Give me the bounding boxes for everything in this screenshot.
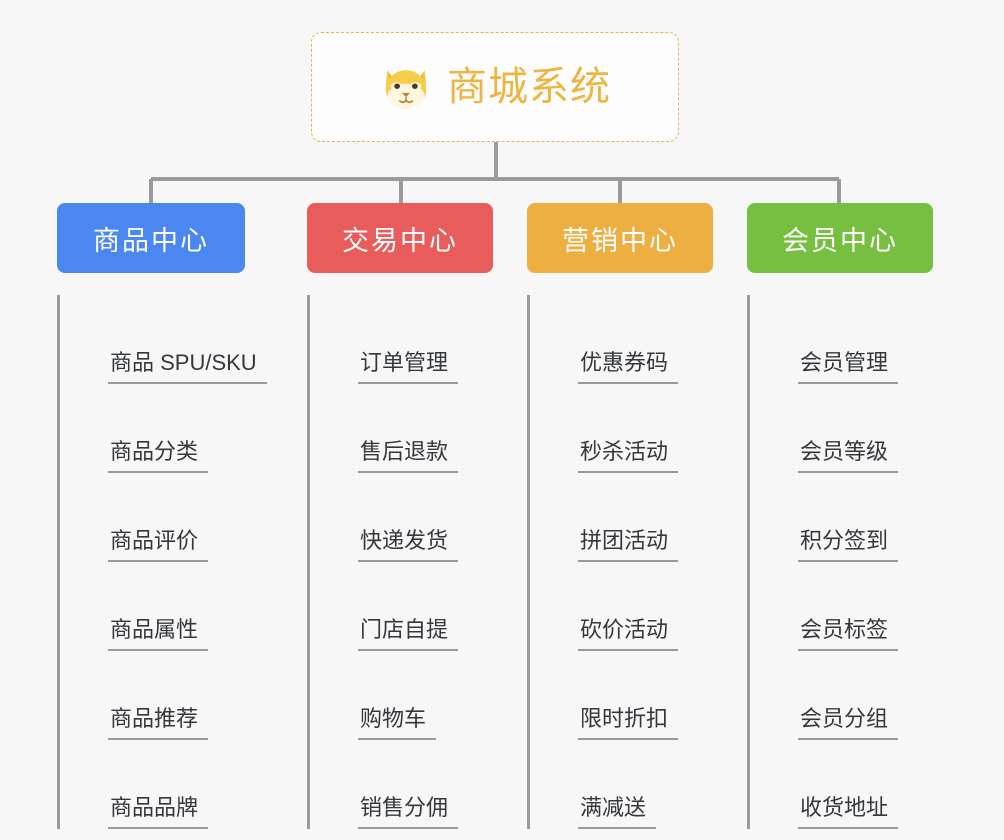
branch-item[interactable]: 会员等级: [764, 384, 933, 473]
shiba-dog-face-icon: [385, 70, 427, 112]
branch-item-label: 限时折扣: [578, 706, 679, 740]
branch-item-label: 销售分佣: [358, 795, 459, 829]
branch-item[interactable]: 商品推荐: [74, 651, 245, 740]
branch-item-label: 砍价活动: [578, 617, 679, 651]
branch-item-label: 售后退款: [358, 439, 459, 473]
branch-item[interactable]: 购物车: [324, 651, 493, 740]
branch-item[interactable]: 商品分类: [74, 384, 245, 473]
branch-item-label: 商品属性: [108, 617, 209, 651]
branch-item-label: 会员管理: [798, 350, 899, 384]
branch-header-3[interactable]: 营销中心: [527, 203, 713, 273]
branch-item[interactable]: 商品品牌: [74, 740, 245, 829]
branch-header-2[interactable]: 交易中心: [307, 203, 493, 273]
branch-item-label: 秒杀活动: [578, 439, 679, 473]
branch-item[interactable]: 秒杀活动: [544, 384, 713, 473]
branch-item-label: 商品推荐: [108, 706, 209, 740]
branch-item-label: 订单管理: [358, 350, 459, 384]
root-node[interactable]: 商城系统: [311, 32, 679, 142]
branch-header-4[interactable]: 会员中心: [747, 203, 933, 273]
branch-item[interactable]: 门店自提: [324, 562, 493, 651]
branch-item-label: 商品分类: [108, 439, 209, 473]
branch-item-label: 快递发货: [358, 528, 459, 562]
branch-item-label: 满减送: [578, 795, 657, 829]
branch-item-label: 会员分组: [798, 706, 899, 740]
branch-items-2: 订单管理 售后退款 快递发货 门店自提 购物车 销售分佣: [307, 295, 493, 829]
branch-item-label: 收货地址: [798, 795, 899, 829]
branch-item-label: 商品评价: [108, 528, 209, 562]
branch-item[interactable]: 会员管理: [764, 295, 933, 384]
branch-item[interactable]: 订单管理: [324, 295, 493, 384]
branch-column-3: 营销中心 优惠券码 秒杀活动 拼团活动 砍价活动 限时折扣 满减送: [527, 203, 713, 829]
branch-column-1: 商品中心 商品 SPU/SKU 商品分类 商品评价 商品属性 商品推荐 商品品牌: [57, 203, 267, 829]
branch-item-label: 商品品牌: [108, 795, 209, 829]
branch-item-label: 商品 SPU/SKU: [108, 350, 267, 384]
branch-item-label: 门店自提: [358, 617, 459, 651]
branch-item[interactable]: 售后退款: [324, 384, 493, 473]
branch-item[interactable]: 商品属性: [74, 562, 245, 651]
branch-item[interactable]: 会员分组: [764, 651, 933, 740]
branch-item-label: 积分签到: [798, 528, 899, 562]
branch-item[interactable]: 优惠券码: [544, 295, 713, 384]
branch-item-label: 会员等级: [798, 439, 899, 473]
branch-item-label: 会员标签: [798, 617, 899, 651]
branch-item[interactable]: 商品 SPU/SKU: [74, 295, 267, 384]
branch-item[interactable]: 砍价活动: [544, 562, 713, 651]
branch-item-label: 拼团活动: [578, 528, 679, 562]
branch-item[interactable]: 积分签到: [764, 473, 933, 562]
branch-items-3: 优惠券码 秒杀活动 拼团活动 砍价活动 限时折扣 满减送: [527, 295, 713, 829]
branch-item[interactable]: 拼团活动: [544, 473, 713, 562]
branch-items-1: 商品 SPU/SKU 商品分类 商品评价 商品属性 商品推荐 商品品牌: [57, 295, 267, 829]
branch-item[interactable]: 满减送: [544, 740, 713, 829]
branch-column-4: 会员中心 会员管理 会员等级 积分签到 会员标签 会员分组 收货地址: [747, 203, 933, 829]
branch-item-label: 购物车: [358, 706, 437, 740]
branch-items-4: 会员管理 会员等级 积分签到 会员标签 会员分组 收货地址: [747, 295, 933, 829]
branch-item[interactable]: 销售分佣: [324, 740, 493, 829]
branch-item[interactable]: 快递发货: [324, 473, 493, 562]
branch-header-1[interactable]: 商品中心: [57, 203, 245, 273]
branch-item[interactable]: 商品评价: [74, 473, 245, 562]
branch-item[interactable]: 会员标签: [764, 562, 933, 651]
branch-item-label: 优惠券码: [578, 350, 679, 384]
branch-item[interactable]: 收货地址: [764, 740, 933, 829]
root-title: 商城系统: [447, 65, 611, 109]
branch-column-2: 交易中心 订单管理 售后退款 快递发货 门店自提 购物车 销售分佣: [307, 203, 493, 829]
branch-item[interactable]: 限时折扣: [544, 651, 713, 740]
